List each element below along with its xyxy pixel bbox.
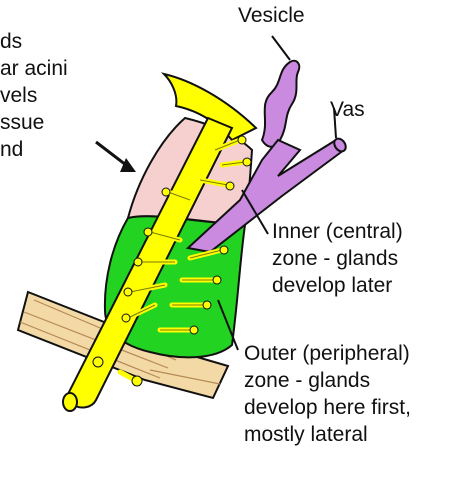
outer-zone-line-2: zone - glands — [244, 367, 411, 394]
inner-zone-line-3: develop later — [272, 272, 403, 299]
left-cropped-caption: ds ar acini vels ssue nd — [0, 28, 68, 163]
outer-zone-line-3: develop here first, — [244, 394, 411, 421]
vesicle-pointer — [272, 36, 290, 60]
left-line-2: ar acini — [0, 55, 68, 82]
inner-zone-line-1: Inner (central) — [272, 218, 403, 245]
outer-zone-line-1: Outer (peripheral) — [244, 340, 411, 367]
left-line-3: vels — [0, 82, 68, 109]
seminal-vesicle — [262, 61, 299, 147]
arrow-icon — [96, 142, 136, 172]
vesicle-label: Vesicle — [238, 2, 305, 29]
vas-label: Vas — [330, 96, 365, 123]
outer-zone-label: Outer (peripheral) zone - glands develop… — [244, 340, 411, 448]
outer-zone-line-4: mostly lateral — [244, 421, 411, 448]
inner-zone-label: Inner (central) zone - glands develop la… — [272, 218, 403, 299]
inner-zone-line-2: zone - glands — [272, 245, 403, 272]
left-line-5: nd — [0, 136, 68, 163]
left-line-1: ds — [0, 28, 68, 55]
left-line-4: ssue — [0, 109, 68, 136]
urethra-opening — [63, 393, 77, 411]
